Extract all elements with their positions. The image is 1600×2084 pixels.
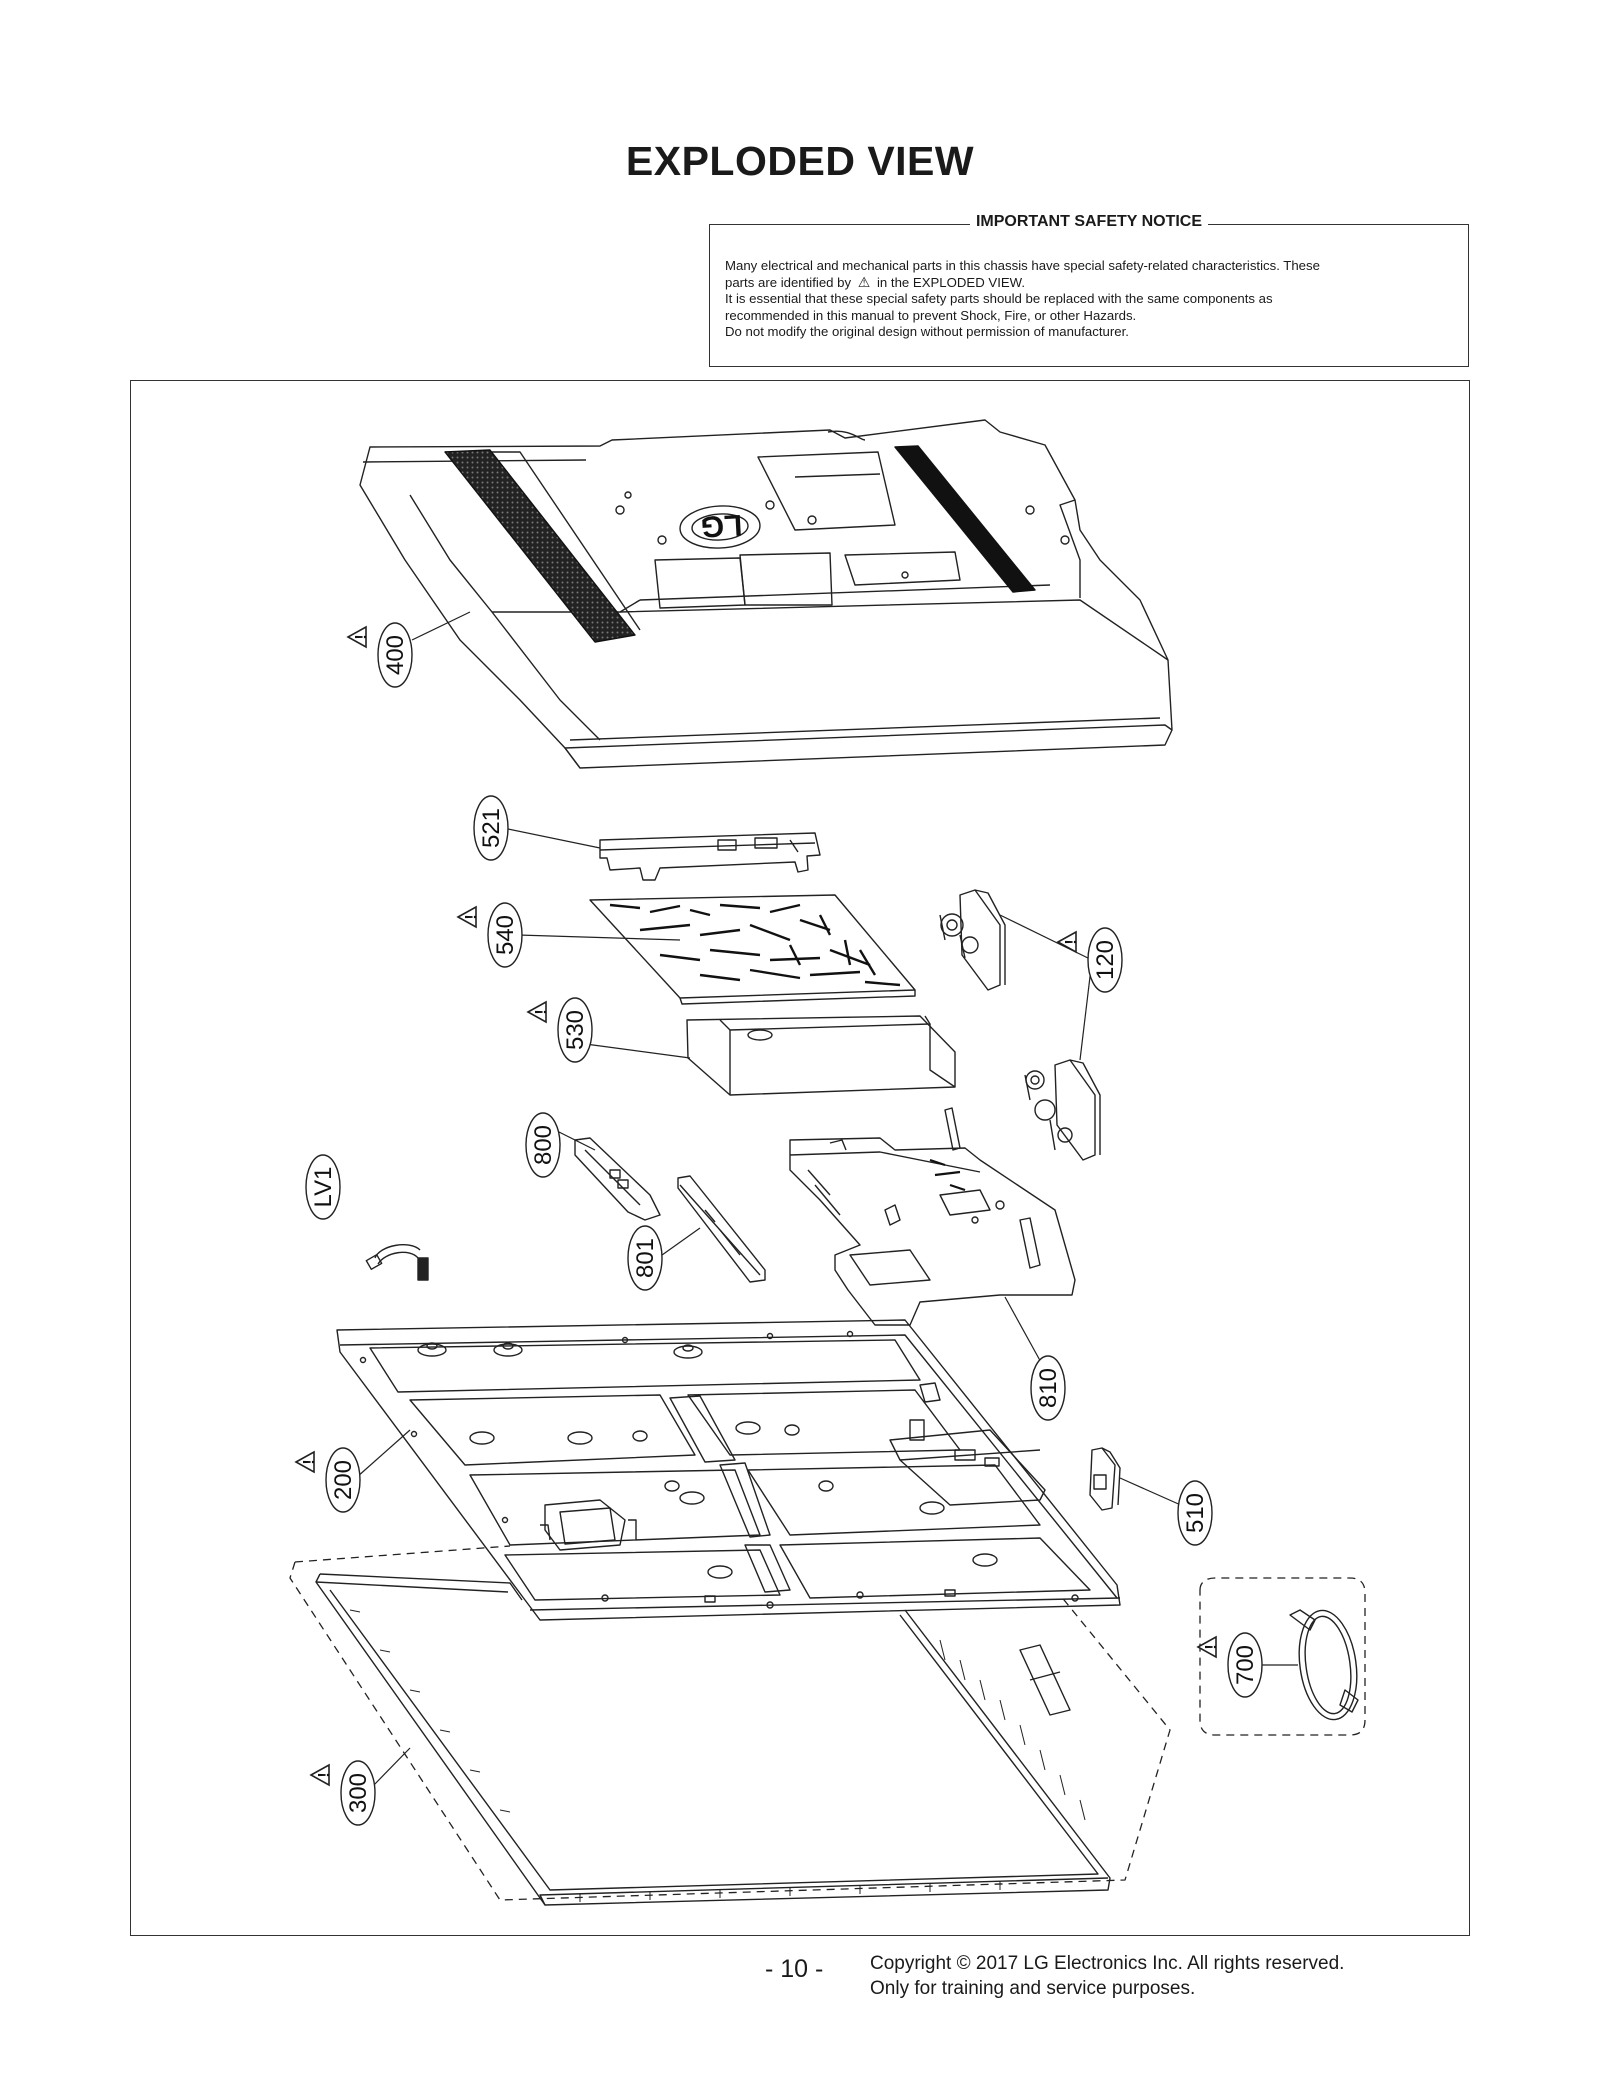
warning-mark: ! (1063, 939, 1080, 944)
callout-200: 200! (294, 1447, 361, 1513)
callout-label: 540 (492, 915, 519, 955)
warning-triangle-icon (456, 905, 477, 929)
safety-notice-heading: IMPORTANT SAFETY NOTICE (969, 213, 1209, 230)
warning-triangle-icon (1056, 930, 1077, 954)
copyright-line: Only for training and service purposes. (870, 1978, 1196, 1999)
callout-400: 400! (346, 622, 413, 688)
warning-mark: ! (1203, 1644, 1220, 1649)
callout-lv1: LV1 (305, 1154, 341, 1220)
speaker-part (939, 889, 1101, 1161)
callout-label: 120 (1092, 940, 1119, 980)
mounting-plate-part (789, 1107, 1076, 1326)
warning-mark: ! (463, 914, 480, 919)
warning-triangle-icon (309, 1763, 330, 1787)
chassis-frame-part (336, 1319, 1121, 1621)
callout-label: 300 (345, 1773, 372, 1813)
callout-label: LV1 (310, 1167, 337, 1208)
main-board-part (589, 894, 916, 1005)
callout-label: 700 (1232, 1645, 1259, 1685)
callout-label: 801 (632, 1238, 659, 1278)
callout-800: 800 (525, 1112, 561, 1178)
warning-mark: ! (316, 1772, 333, 1777)
warning-triangle-icon (294, 1450, 315, 1474)
callout-label: 800 (530, 1125, 557, 1165)
copyright-notice: Copyright © 2017 LG Electronics Inc. All… (870, 1951, 1344, 2001)
power-cord-part (1289, 1609, 1359, 1721)
safety-notice-line: Many electrical and mechanical parts in … (725, 258, 1320, 273)
callout-540: 540! (456, 902, 523, 968)
callout-300: 300! (309, 1760, 376, 1826)
warning-mark: ! (533, 1009, 550, 1014)
page-title: EXPLODED VIEW (625, 138, 975, 184)
jack-part (1089, 1447, 1121, 1511)
back-cover-part (359, 419, 1173, 769)
callout-810: 810 (1030, 1355, 1066, 1421)
safety-notice-body: Many electrical and mechanical parts in … (725, 258, 1453, 340)
callout-label: 400 (382, 635, 409, 675)
callout-label: 530 (562, 1010, 589, 1050)
safety-notice-line: It is essential that these special safet… (725, 291, 1273, 307)
safety-notice-line: parts are identified by (725, 275, 852, 291)
diagram-frame (130, 380, 1470, 1936)
warning-triangle-icon (526, 1000, 547, 1024)
callout-521: 521 (473, 795, 509, 861)
callout-530: 530! (526, 997, 593, 1063)
safety-notice-line: in the EXPLODED VIEW. (877, 275, 1026, 291)
callout-510: 510 (1177, 1480, 1213, 1546)
rear-bracket-part (599, 832, 821, 881)
front-bezel-part (315, 1573, 1111, 1906)
vent-grille (894, 445, 1036, 593)
safety-notice-line: recommended in this manual to prevent Sh… (725, 307, 1137, 323)
copyright-line: Copyright © 2017 LG Electronics Inc. All… (870, 1953, 1345, 1974)
vent-grille (444, 449, 636, 643)
lg-logo: LG (700, 508, 743, 543)
button-bracket-part (574, 1137, 661, 1221)
lvds-cable-part (365, 1244, 429, 1281)
page-number: - 10 - (765, 1955, 824, 1983)
shield-case-part (686, 1015, 956, 1096)
safety-notice-line: Do not modify the original design withou… (725, 323, 1129, 339)
callout-layer: 400!521540!530!120!800LV1801810200!51070… (294, 622, 1263, 1826)
warning-mark: ! (353, 634, 370, 639)
warning-triangle-icon (1196, 1635, 1217, 1659)
bezel-group-outline (289, 1545, 1171, 1901)
callout-label: 521 (478, 808, 505, 848)
callout-label: 810 (1035, 1368, 1062, 1408)
callout-801: 801 (627, 1225, 663, 1291)
callout-700: 700! (1196, 1632, 1263, 1698)
callout-label: 510 (1182, 1493, 1209, 1533)
warning-triangle-icon (346, 625, 367, 649)
cord-group-outline (1199, 1577, 1366, 1736)
warning-mark: ! (301, 1459, 318, 1464)
safety-notice-box: IMPORTANT SAFETY NOTICE Many electrical … (709, 213, 1469, 367)
warning-triangle-icon: ⚠ (857, 274, 871, 291)
callout-label: 200 (330, 1460, 357, 1500)
callout-120: 120! (1056, 927, 1123, 993)
sub-board-part (677, 1175, 766, 1283)
